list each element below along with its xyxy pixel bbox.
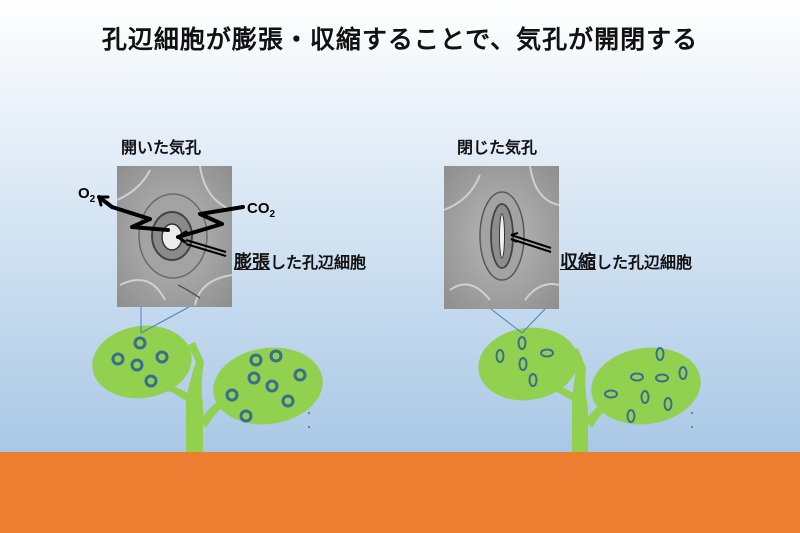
expanded-keyword: 膨張 (234, 252, 270, 273)
closed-stoma-caption: 閉じた気孔 (457, 138, 538, 157)
right-leaf-2 (591, 347, 701, 425)
open-stoma-icon (144, 374, 158, 388)
guard-cell-text: した孔辺細胞 (270, 253, 367, 272)
right-leaf-1 (478, 327, 578, 401)
open-stoma-icon (111, 352, 125, 366)
right-zoom-lines (490, 308, 546, 334)
closed-stoma-icon (495, 349, 505, 363)
open-stoma-icon (249, 353, 263, 367)
left-plant (92, 325, 323, 452)
open-stoma-icon (239, 409, 253, 423)
closed-stoma-icon (528, 373, 538, 387)
closed-stoma-icon (604, 389, 618, 399)
closed-stoma-icon (518, 357, 528, 371)
open-stoma-icon (155, 350, 169, 364)
right-cell-pointer (510, 232, 552, 253)
co2-arrow (176, 205, 245, 244)
guard-cell-text: した孔辺細胞 (596, 253, 693, 272)
closed-stoma-icon (640, 390, 650, 404)
open-stoma-icon (293, 368, 307, 382)
o2-arrow (97, 195, 170, 232)
contracted-guard-cell-label: 収縮した孔辺細胞 (560, 248, 692, 274)
left-zoom-lines (140, 306, 190, 334)
left-stem-fork (188, 342, 204, 362)
closed-stoma-icon (655, 347, 665, 361)
page-title: 孔辺細胞が膨張・収縮することで、気孔が開閉する (101, 25, 699, 54)
closed-stoma-icon (678, 366, 688, 380)
right-plant (478, 327, 701, 452)
expanded-guard-cell-label: 膨張した孔辺細胞 (234, 248, 366, 274)
closed-stoma-icon (663, 397, 673, 411)
open-stoma-caption: 開いた気孔 (121, 138, 202, 157)
open-stoma-icon (247, 371, 261, 385)
right-stem (572, 368, 588, 452)
closed-stoma-icon (626, 409, 636, 423)
closed-stoma-icon (655, 373, 669, 383)
closed-stoma-micrograph (443, 165, 560, 309)
open-stoma-icon (265, 379, 279, 393)
closed-stoma-icon (630, 372, 644, 382)
open-stoma-icon (133, 336, 147, 350)
left-leaf-stomata (111, 336, 307, 423)
open-stoma-icon (225, 388, 239, 402)
open-stoma-icon (269, 349, 283, 363)
contracted-keyword: 収縮 (560, 252, 596, 273)
left-cell-pointer (185, 239, 227, 257)
open-stoma-icon (281, 394, 295, 408)
closed-stoma-icon (517, 336, 527, 350)
open-stoma-micrograph (116, 165, 233, 307)
left-stem (186, 362, 204, 452)
closed-stoma-icon (540, 348, 554, 358)
right-leaf-stomata (495, 336, 688, 423)
co2-label: CO2 (247, 200, 276, 220)
open-stoma-icon (130, 358, 144, 372)
o2-label: O2 (78, 185, 96, 205)
soil (0, 452, 800, 533)
